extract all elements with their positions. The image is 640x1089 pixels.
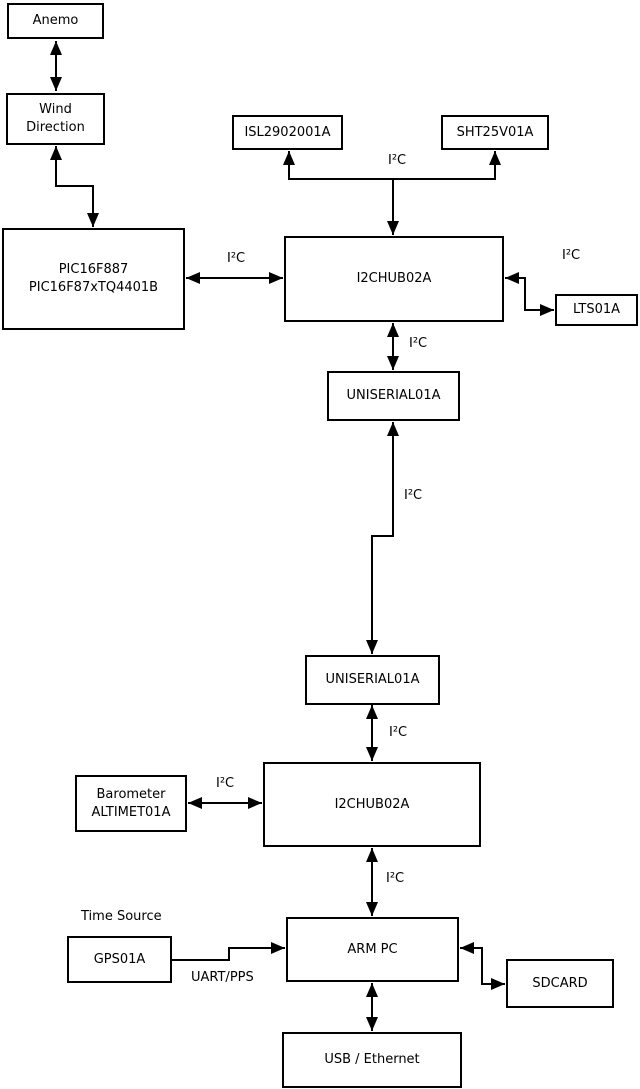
box-uniserial01a-1-label: UNISERIAL01A <box>346 388 441 404</box>
box-i2chub02a-1: I2CHUB02A <box>284 236 504 322</box>
box-lts01a: LTS01A <box>555 294 638 326</box>
edge-label-i2c-uniserial2-hub2: I²C <box>389 725 408 740</box>
box-sdcard-label: SDCARD <box>532 975 588 991</box>
connector-armpc-sdcard <box>460 942 505 990</box>
box-uniserial01a-1: UNISERIAL01A <box>327 371 460 421</box>
box-isl2902001a-label: ISL2902001A <box>244 124 331 140</box>
edge-label-i2c-barometer-hub2: I²C <box>216 776 235 791</box>
box-i2chub02a-2: I2CHUB02A <box>263 762 481 847</box>
box-gps01a: GPS01A <box>67 936 172 983</box>
box-sht25v01a-label: SHT25V01A <box>456 124 534 140</box>
edge-label-i2c-hub1-lts: I²C <box>562 248 581 263</box>
box-anemo: Anemo <box>7 3 104 39</box>
edge-label-i2c-uniserial1-uniserial2: I²C <box>404 488 423 503</box>
box-gps01a-label: GPS01A <box>93 951 146 967</box>
connector-gps-armpc <box>172 942 285 961</box>
box-i2chub02a-1-label: I2CHUB02A <box>356 271 432 287</box>
box-lts01a-label: LTS01A <box>572 302 621 318</box>
annotation-time-source: Time Source <box>81 909 162 924</box>
box-isl2902001a: ISL2902001A <box>232 115 343 150</box>
box-arm-pc: ARM PC <box>286 917 459 982</box>
box-wind-direction: Wind Direction <box>6 93 105 145</box>
annotation-uart-pps: UART/PPS <box>191 970 254 985</box>
box-barometer-altimet01a-label: Barometer ALTIMET01A <box>91 786 171 820</box>
connector-hub1-lts <box>505 272 554 316</box>
box-sdcard: SDCARD <box>506 959 614 1008</box>
connector-uniserial1-uniserial2 <box>366 422 399 654</box>
box-wind-direction-label: Wind Direction <box>26 102 85 135</box>
box-uniserial01a-2: UNISERIAL01A <box>305 655 440 705</box>
box-i2chub02a-2-label: I2CHUB02A <box>334 796 410 812</box>
box-pic16f887: PIC16F887 PIC16F87xTQ4401B <box>2 228 185 330</box>
edge-label-i2c-hub1-sensors: I²C <box>388 153 407 168</box>
edge-label-i2c-hub1-uniserial1: I²C <box>409 336 428 351</box>
box-uniserial01a-2-label: UNISERIAL01A <box>325 672 420 688</box>
box-usb-ethernet: USB / Ethernet <box>282 1032 462 1088</box>
box-pic16f887-label: PIC16F887 PIC16F87xTQ4401B <box>28 262 159 295</box>
box-barometer-altimet01a: Barometer ALTIMET01A <box>75 775 187 832</box>
edge-label-i2c-pic-hub1: I²C <box>227 251 246 266</box>
box-anemo-label: Anemo <box>32 13 79 29</box>
edge-label-i2c-hub2-armpc: I²C <box>386 871 405 886</box>
box-arm-pc-label: ARM PC <box>347 941 398 957</box>
connector-wind-pic <box>50 146 99 227</box>
box-sht25v01a: SHT25V01A <box>441 115 549 150</box>
box-usb-ethernet-label: USB / Ethernet <box>324 1052 420 1068</box>
